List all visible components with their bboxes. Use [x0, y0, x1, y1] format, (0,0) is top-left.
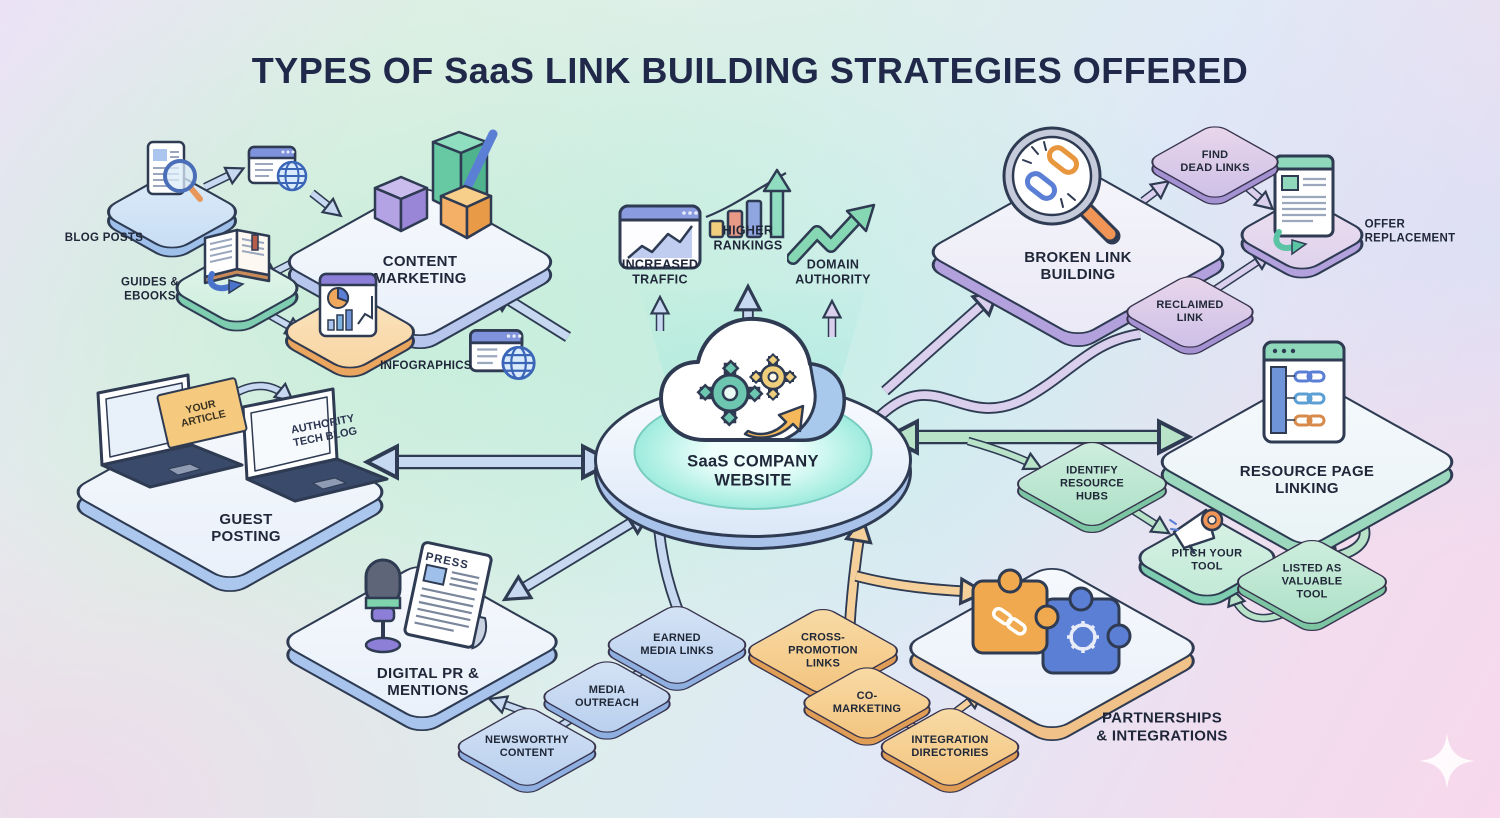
browser-globe-icon: [247, 145, 308, 192]
infographics-icon: [318, 272, 378, 338]
guides-ebooks-label: GUIDES & EBOOKS: [121, 276, 179, 302]
megaphone-icon: [1169, 508, 1224, 554]
infographics-label: INFOGRAPHICS: [380, 360, 472, 373]
pitch-your-tool-label: PITCH YOUR TOOL: [1171, 547, 1243, 572]
resource-page-label: RESOURCE PAGE LINKING: [1239, 462, 1375, 497]
puzzle-pieces-icon: [971, 568, 1132, 675]
offer-replacement-label: OFFER REPLACEMENT: [1364, 218, 1456, 244]
digital-pr-label: DIGITAL PR & MENTIONS: [376, 664, 480, 699]
arrow-branch-to-identify-hubs: [966, 436, 1044, 471]
sparkle-icon: [1419, 733, 1475, 789]
page-title: TYPES OF SaaS LINK BUILDING STRATEGIES O…: [251, 50, 1249, 92]
broken-link-magnifier-icon: [1002, 126, 1121, 245]
guest-posting-label: GUEST POSTING: [211, 510, 281, 545]
arrow-browser-to-contentmarketing: [309, 189, 343, 218]
arrow-branch-to-partnerships: [854, 570, 988, 606]
press-newspaper-icon: [403, 541, 493, 650]
gear-yellow-icon: [748, 352, 798, 402]
benefit-traffic-label: INCREASED TRAFFIC: [621, 257, 699, 286]
arrow-platform-to-finddeadlinks: [1140, 179, 1171, 205]
cloud-icon: [659, 316, 846, 442]
resource-links-browser-icon: [1262, 340, 1346, 444]
orange-arrow-icon: [743, 404, 805, 439]
arrow-center-digitalpr: [501, 508, 655, 602]
domain-authority-icon: [787, 203, 876, 265]
broken-link-label: BROKEN LINK BUILDING: [1024, 248, 1132, 283]
blog-posts-label: BLOG POSTS: [64, 232, 144, 245]
benefit-authority-label: DOMAIN AUTHORITY: [795, 257, 871, 286]
benefit-rankings-label: HIGHER RANKINGS: [713, 223, 783, 252]
arrow-center-to-brokenlink: [881, 288, 1001, 396]
partnerships-label: PARTNERSHIPS & INTEGRATIONS: [1096, 709, 1228, 744]
blog-posts-icon: [146, 140, 203, 202]
pipe-reclaimed-to-center: [876, 328, 1141, 421]
guides-ebooks-icon: [203, 228, 271, 294]
content-marketing-cubes-icon: [373, 129, 498, 240]
arrow-blogposts-to-browser: [203, 166, 246, 191]
increased-traffic-icon: [618, 204, 702, 270]
arrow-finddead-to-offer: [1244, 183, 1275, 211]
offer-replacement-doc-icon: [1273, 154, 1335, 256]
content-marketing-label: CONTENT MARKETING: [373, 252, 467, 287]
center-label: SaaS COMPANY WEBSITE: [687, 452, 819, 490]
browser-globe-icon-2: [469, 329, 536, 381]
microphone-icon: [364, 558, 402, 654]
gear-teal-icon: [696, 359, 764, 427]
laptops-icon: [96, 373, 389, 503]
higher-rankings-icon: [705, 168, 792, 239]
